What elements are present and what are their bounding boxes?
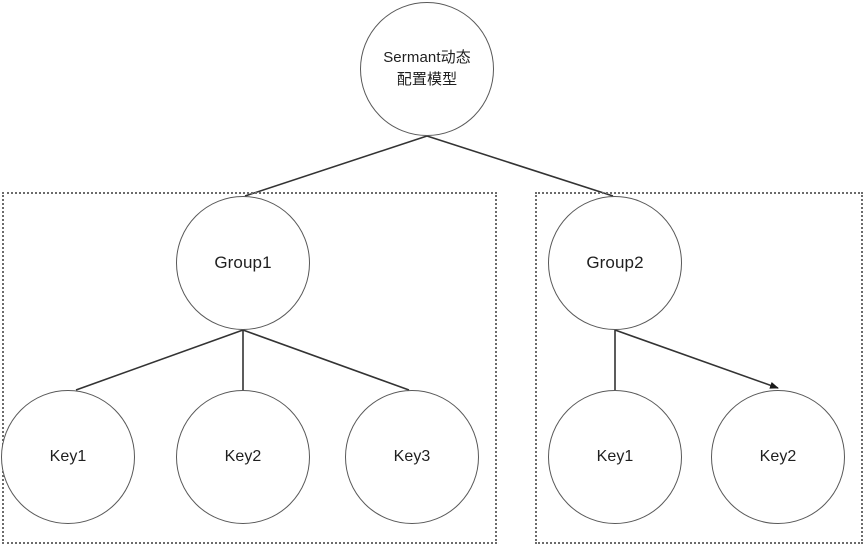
group2-boundary	[535, 192, 863, 544]
node-root-label: Sermant动态 配置模型	[383, 49, 471, 88]
node-group2[interactable]: Group2	[548, 196, 682, 330]
node-group2-key2-label: Key2	[759, 448, 797, 466]
node-group1-key2-label: Key2	[224, 448, 262, 466]
node-root[interactable]: Sermant动态 配置模型	[360, 2, 494, 136]
node-group1-key3[interactable]: Key3	[345, 390, 479, 524]
node-group1-label: Group1	[214, 252, 272, 272]
node-group2-label: Group2	[586, 252, 644, 272]
edge-root-group1	[244, 135, 428, 197]
node-group2-key1[interactable]: Key1	[548, 390, 682, 524]
node-group2-key1-label: Key1	[596, 448, 634, 466]
node-group1-key1-label: Key1	[49, 448, 87, 466]
node-group2-key2[interactable]: Key2	[711, 390, 845, 524]
node-group1[interactable]: Group1	[176, 196, 310, 330]
node-group1-key1[interactable]: Key1	[1, 390, 135, 524]
group1-boundary	[2, 192, 497, 544]
node-group1-key3-label: Key3	[393, 448, 431, 466]
node-group1-key2[interactable]: Key2	[176, 390, 310, 524]
edge-root-group2	[426, 135, 614, 197]
